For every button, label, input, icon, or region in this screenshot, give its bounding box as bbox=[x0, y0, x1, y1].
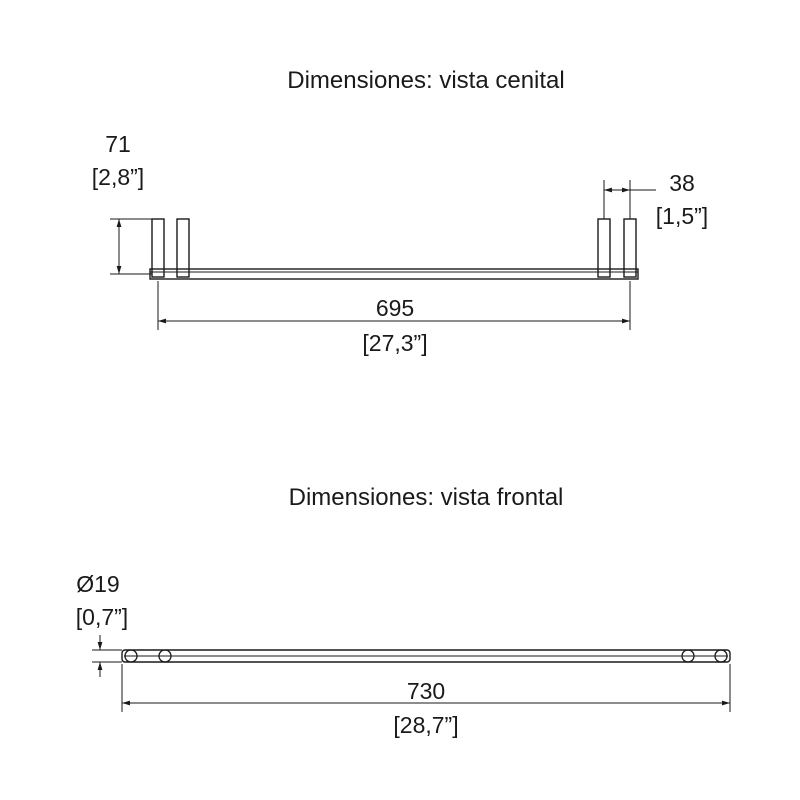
top-view-brackets bbox=[151, 218, 637, 278]
bracket-dimension: 38 [1,5”] bbox=[603, 170, 708, 229]
front-view-bar bbox=[121, 649, 731, 663]
front-length-value-inches: [28,7”] bbox=[393, 712, 458, 738]
top-view-title: Dimensiones: vista cenital bbox=[287, 67, 564, 94]
diameter-value: Ø19 bbox=[76, 571, 119, 597]
front-view-bracket-ends bbox=[124, 649, 728, 663]
front-length-value: 730 bbox=[407, 678, 445, 704]
depth-value-inches: [2,8”] bbox=[92, 164, 144, 190]
bracket-value-inches: [1,5”] bbox=[656, 203, 708, 229]
bracket-value: 38 bbox=[669, 170, 695, 196]
depth-dimension: 71 [2,8”] bbox=[92, 131, 152, 275]
front-length-dimension: 730 [28,7”] bbox=[121, 664, 731, 738]
diameter-dimension: Ø19 [0,7”] bbox=[76, 571, 128, 677]
top-length-value: 695 bbox=[376, 295, 414, 321]
depth-value: 71 bbox=[105, 131, 131, 157]
top-length-value-inches: [27,3”] bbox=[362, 330, 427, 356]
diameter-value-inches: [0,7”] bbox=[76, 604, 128, 630]
top-view-bar bbox=[149, 268, 639, 280]
front-view: Dimensiones: vista frontal Ø19 [0,7”] bbox=[76, 484, 731, 738]
top-view: Dimensiones: vista cenital 71 [2,8”] bbox=[92, 67, 708, 356]
front-view-title: Dimensiones: vista frontal bbox=[289, 484, 564, 511]
top-length-dimension: 695 [27,3”] bbox=[157, 281, 631, 356]
